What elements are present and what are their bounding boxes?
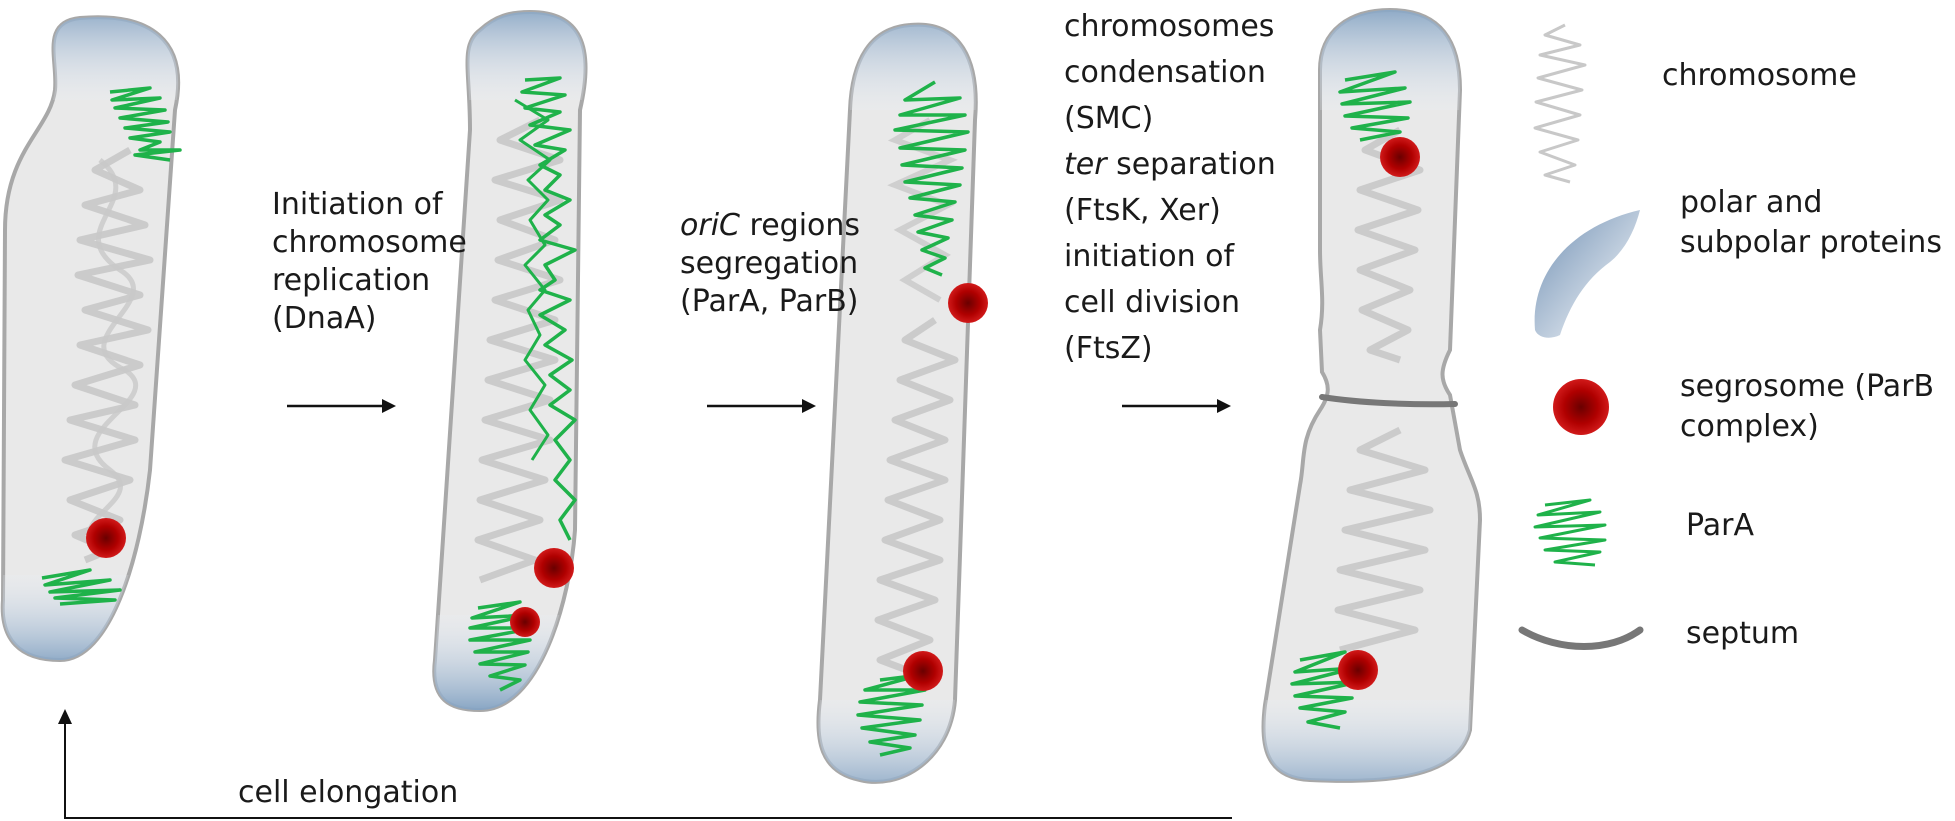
cell-1-segrosome (86, 518, 126, 558)
cell-3-para-top (893, 80, 970, 277)
legend-polar-icon (1534, 210, 1640, 338)
cell-4-para-top (1338, 70, 1412, 142)
cell-2-para-strand-2 (514, 98, 552, 461)
cell-4-chromosome-top (1354, 126, 1424, 364)
legend-chromosome-label: chromosome (1662, 58, 1857, 93)
cell-1-chromosome-2 (87, 158, 139, 552)
step-3-line: (FtsK, Xer) (1064, 193, 1221, 228)
cell-4-top-pole (1300, 10, 1480, 110)
legend-septum-icon (1518, 626, 1644, 650)
legend (1518, 23, 1644, 650)
cell-2-replicating (432, 9, 588, 713)
step-2-line: segregation (680, 246, 859, 281)
cell-2-top-pole (440, 12, 586, 100)
cell-4-para-bottom (1290, 650, 1360, 730)
step-3-line: ter separation (1064, 142, 1276, 188)
cell-2-para-strand (520, 76, 577, 541)
legend-polar-line: polar and (1680, 185, 1823, 220)
legend-chromosome-icon (1533, 23, 1587, 184)
legend-polar-line: subpolar proteins (1680, 225, 1942, 260)
legend-polar-label: polar and subpolar proteins (1680, 183, 1942, 263)
cell-3-para-bottom (856, 673, 927, 757)
legend-septum-label: septum (1686, 616, 1800, 651)
cell-3-chromosome (874, 317, 959, 679)
step-3-label: chromosomes condensation (SMC) ter separ… (1064, 4, 1276, 372)
step-3-line: initiation of (1064, 239, 1235, 274)
cell-2-para-bottom (468, 600, 537, 692)
step-3-line: (SMC) (1064, 101, 1154, 136)
step-3-line: condensation (1064, 55, 1266, 90)
legend-segrosome-icon (1553, 379, 1609, 435)
step-2-line-rest: regions (739, 208, 861, 243)
arrow-3 (1122, 399, 1231, 413)
legend-para-label: ParA (1686, 508, 1754, 543)
cell-4-segrosome-upper (1380, 137, 1420, 177)
cell-3-segrosome-upper (948, 283, 988, 323)
cell-2-chromosome (474, 116, 564, 584)
cell-2-segrosome-upper (534, 548, 574, 588)
cell-3-segregating (816, 22, 988, 784)
step-3-line-rest: separation (1106, 147, 1276, 182)
cell-elongation-arrow (58, 709, 1232, 819)
legend-segrosome-line: segrosome (ParB (1680, 369, 1935, 404)
ter-term: ter (1064, 147, 1107, 182)
step-2-line: oriC regions (680, 207, 860, 245)
cell-1-para-bottom (41, 568, 122, 606)
legend-para-icon (1533, 498, 1607, 567)
step-1-line: replication (272, 263, 431, 298)
cell-elongation-label: cell elongation (238, 775, 459, 810)
legend-segrosome-label: segrosome (ParB complex) (1680, 367, 1934, 447)
step-2-line: (ParA, ParB) (680, 284, 859, 319)
step-3-line: (FtsZ) (1064, 331, 1153, 366)
cell-4-chromosome-bottom (1334, 426, 1434, 654)
step-1-line: chromosome (272, 225, 467, 260)
cell-4-dividing (1261, 7, 1483, 783)
cell-3-top-pole (820, 24, 976, 110)
step-1-line: (DnaA) (272, 301, 377, 336)
legend-segrosome-line: complex) (1680, 409, 1819, 444)
cell-1-para-top (109, 86, 182, 162)
arrow-2 (707, 399, 816, 413)
step-1-label: Initiation of chromosome replication (Dn… (272, 186, 467, 338)
oric-term: oriC (680, 208, 740, 243)
step-2-label: oriC regions segregation (ParA, ParB) (680, 207, 860, 321)
cell-1-top-pole (2, 17, 179, 100)
cell-3-segrosome-lower (903, 651, 943, 691)
step-3-line: cell division (1064, 285, 1240, 320)
cell-4-segrosome-lower (1338, 650, 1378, 690)
cell-2-segrosome-lower (510, 607, 540, 637)
cell-1-newborn (0, 15, 182, 663)
arrow-1 (287, 399, 396, 413)
step-3-line: chromosomes (1064, 9, 1275, 44)
cell-1-chromosome (61, 146, 154, 564)
step-1-line: Initiation of (272, 187, 443, 222)
cell-4-septum (1319, 394, 1458, 408)
